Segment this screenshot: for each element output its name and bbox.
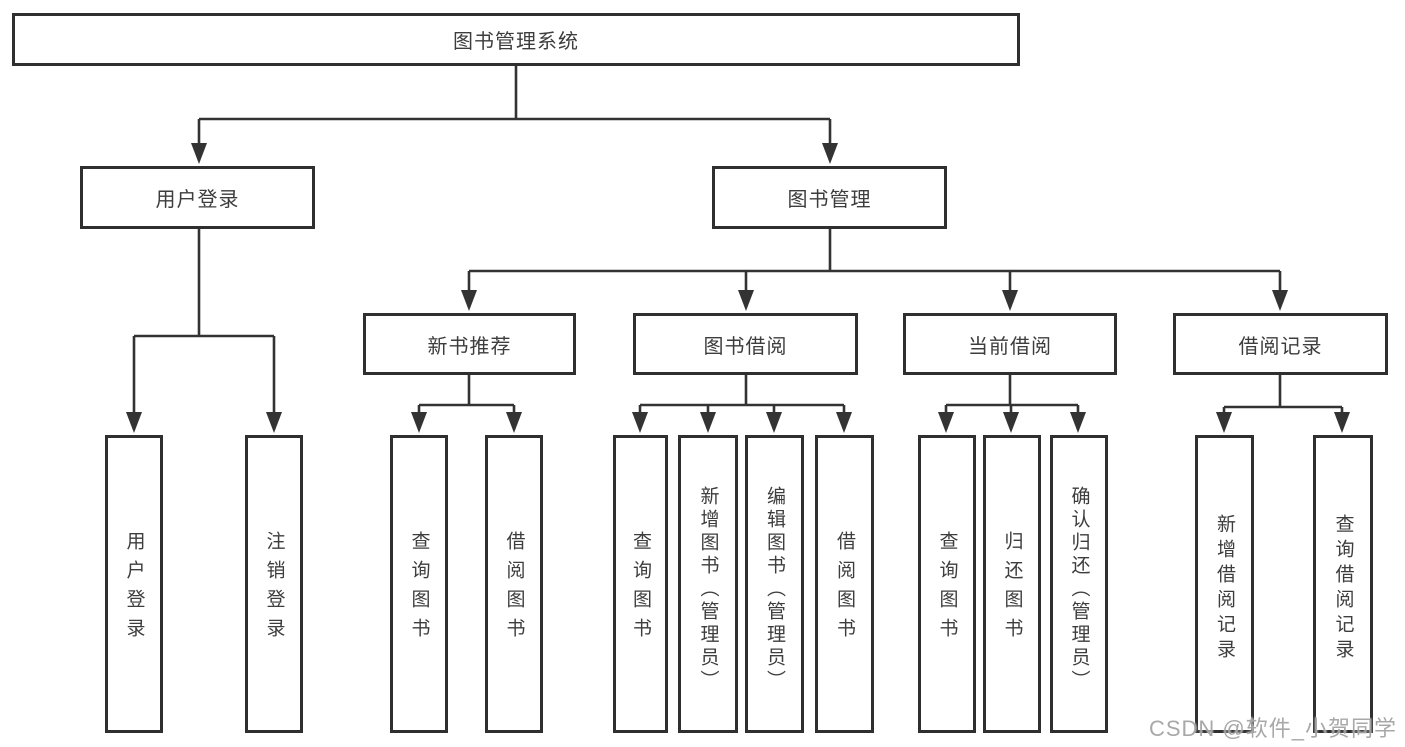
leaf-logout-label: 注销登录 [263,531,285,647]
node-borrow-records: 借阅记录 [1173,313,1388,375]
leaf-user-login: 用户登录 [105,435,163,733]
node-borrow-records-label: 借阅记录 [1238,335,1323,358]
leaf-nb-query-label: 查询图书 [408,531,430,647]
leaf-cb-query: 查询图书 [918,435,976,733]
leaf-bb-edit-label: 编辑图书（管理员） [764,485,785,693]
leaf-br-query: 查询借阅记录 [1313,435,1373,733]
leaf-br-query-label: 查询借阅记录 [1332,514,1354,664]
leaf-cb-return: 归还图书 [983,435,1041,733]
node-book-borrow-label: 图书借阅 [703,335,788,358]
leaf-br-add-label: 新增借阅记录 [1214,514,1235,664]
leaf-cb-return-label: 归还图书 [1001,531,1023,647]
leaf-cb-confirm-label: 确认归还（管理员） [1068,485,1090,693]
leaf-nb-query: 查询图书 [390,435,448,733]
leaf-bb-borrow: 借阅图书 [815,435,874,733]
node-book-borrow: 图书借阅 [633,313,858,375]
leaf-bb-borrow-label: 借阅图书 [834,531,855,647]
node-new-book-rec-label: 新书推荐 [427,335,512,358]
leaf-bb-query: 查询图书 [613,435,668,733]
node-user-login: 用户登录 [80,166,315,229]
leaf-cb-query-label: 查询图书 [936,531,958,647]
node-current-borrow-label: 当前借阅 [968,335,1052,358]
leaf-bb-add-label: 新增图书（管理员） [697,485,719,693]
node-root: 图书管理系统 [12,13,1020,66]
leaf-nb-borrow: 借阅图书 [485,435,543,733]
node-user-login-label: 用户登录 [155,189,240,211]
leaf-br-add: 新增借阅记录 [1195,435,1254,733]
node-book-mgmt: 图书管理 [712,166,947,229]
node-book-mgmt-label: 图书管理 [787,189,872,211]
node-new-book-rec: 新书推荐 [363,313,576,375]
node-current-borrow: 当前借阅 [903,313,1117,375]
leaf-bb-add: 新增图书（管理员） [678,435,738,733]
leaf-cb-confirm: 确认归还（管理员） [1050,435,1108,733]
leaf-nb-borrow-label: 借阅图书 [503,531,525,647]
csdn-watermark: CSDN @软件_小贺同学 [1148,716,1397,741]
node-root-label: 图书管理系统 [453,31,579,53]
leaf-bb-edit: 编辑图书（管理员） [745,435,804,733]
leaf-bb-query-label: 查询图书 [630,531,651,647]
leaf-user-login-label: 用户登录 [123,531,145,647]
leaf-logout: 注销登录 [245,435,303,733]
